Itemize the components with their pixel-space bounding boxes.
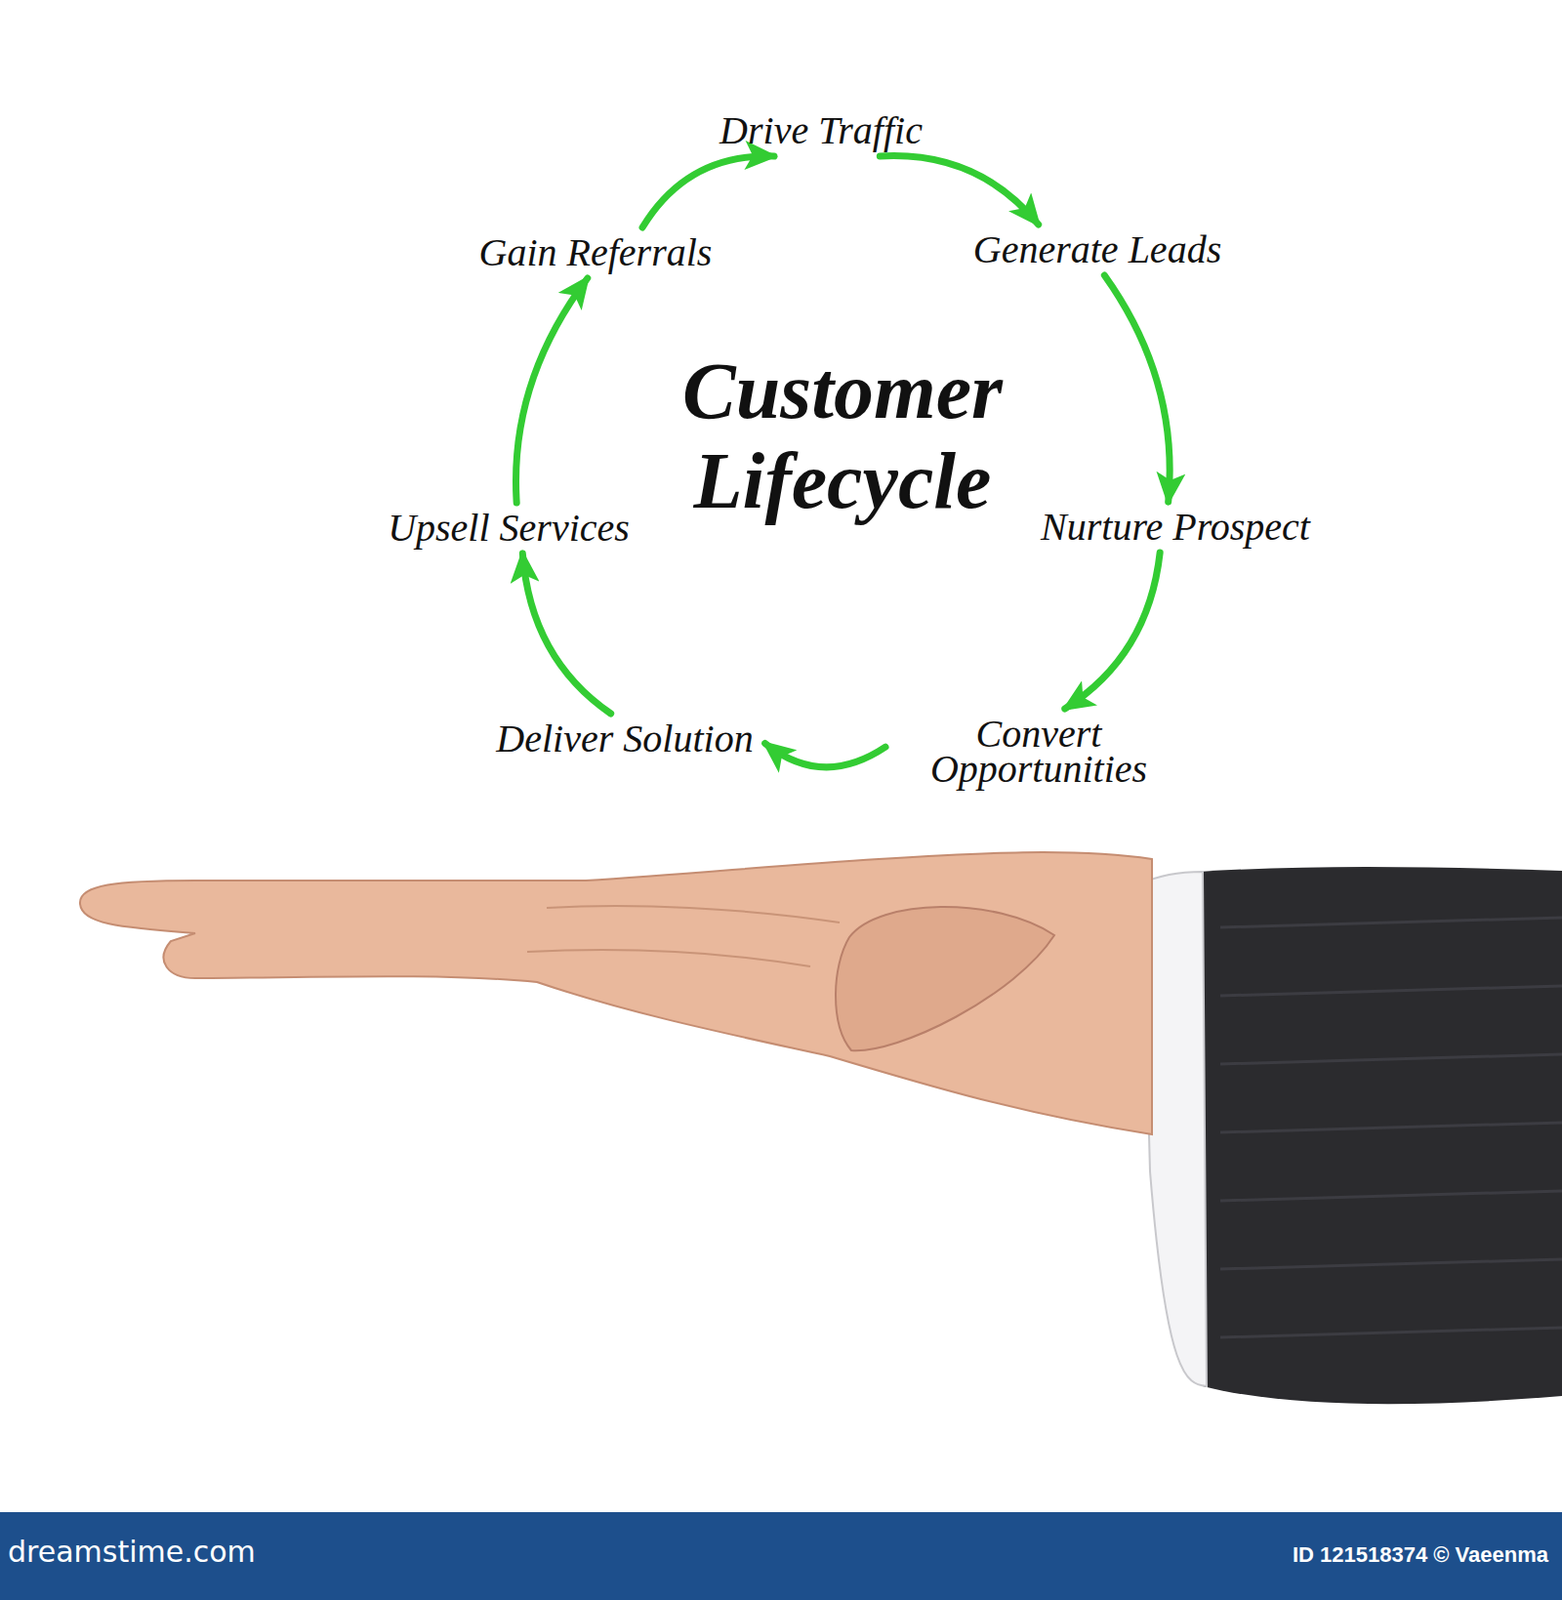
stage-text: Generate Leads [973,232,1222,268]
stage-text: Deliver Solution [495,721,753,757]
stage-label: Convert Opportunities [891,714,1187,789]
stage-label: Generate Leads [967,230,1228,270]
sleeve-texture [1220,917,1562,1338]
watermark: dreamstime.com [7,1534,256,1569]
cycle-arrow [642,156,775,228]
cycle-arrow [522,553,611,714]
cycle-arrow [515,278,587,503]
stage-text: Nurture Prospect [1040,509,1311,545]
stage-label: Deliver Solution [490,719,759,759]
stage-label: Nurture Prospect [1034,507,1316,547]
stage-label: Upsell Services [381,508,636,548]
cycle-arrow [879,156,1038,225]
image-id: ID 121518374 © Vaeenma [1292,1542,1549,1568]
stage-text: Gain Referrals [479,235,713,271]
sleeve [1198,866,1562,1404]
stage-label: Drive Traffic [713,111,929,151]
stage-label: Gain Referrals [473,233,719,273]
cycle-arrow [1065,552,1160,709]
diagram-title: Customer Lifecycle [637,346,1048,527]
stage-text: Upsell Services [387,510,630,546]
thumb [835,906,1055,1051]
palm [80,852,1152,1135]
stage-text: Drive Traffic [719,113,923,149]
stage-text: Convert Opportunities [897,716,1181,787]
cycle-arrow [1104,275,1170,502]
cycle-arrow [765,742,886,767]
palm-lines [527,905,840,967]
